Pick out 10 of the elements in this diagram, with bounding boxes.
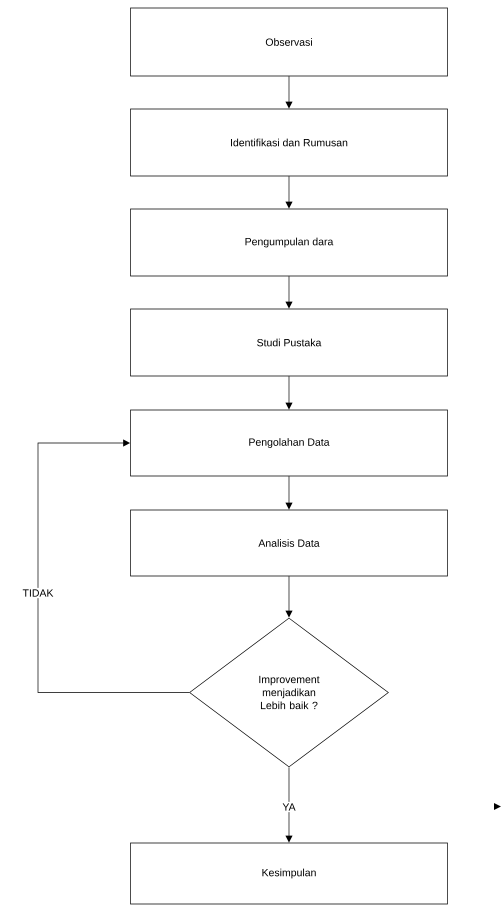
process-box: Pengolahan Data <box>130 410 448 476</box>
arrow <box>38 439 190 693</box>
process-box: Kesimpulan <box>130 842 448 904</box>
process-box: Observasi <box>130 8 448 76</box>
process-box: Identifikasi dan Rumusan <box>130 108 448 176</box>
process-box: Studi Pustaka <box>130 308 448 376</box>
edge-label: TIDAK <box>21 588 55 598</box>
process-box: Analisis Data <box>130 510 448 576</box>
edge-label: YA <box>280 802 298 812</box>
process-box: Pengumpulan dara <box>130 208 448 276</box>
